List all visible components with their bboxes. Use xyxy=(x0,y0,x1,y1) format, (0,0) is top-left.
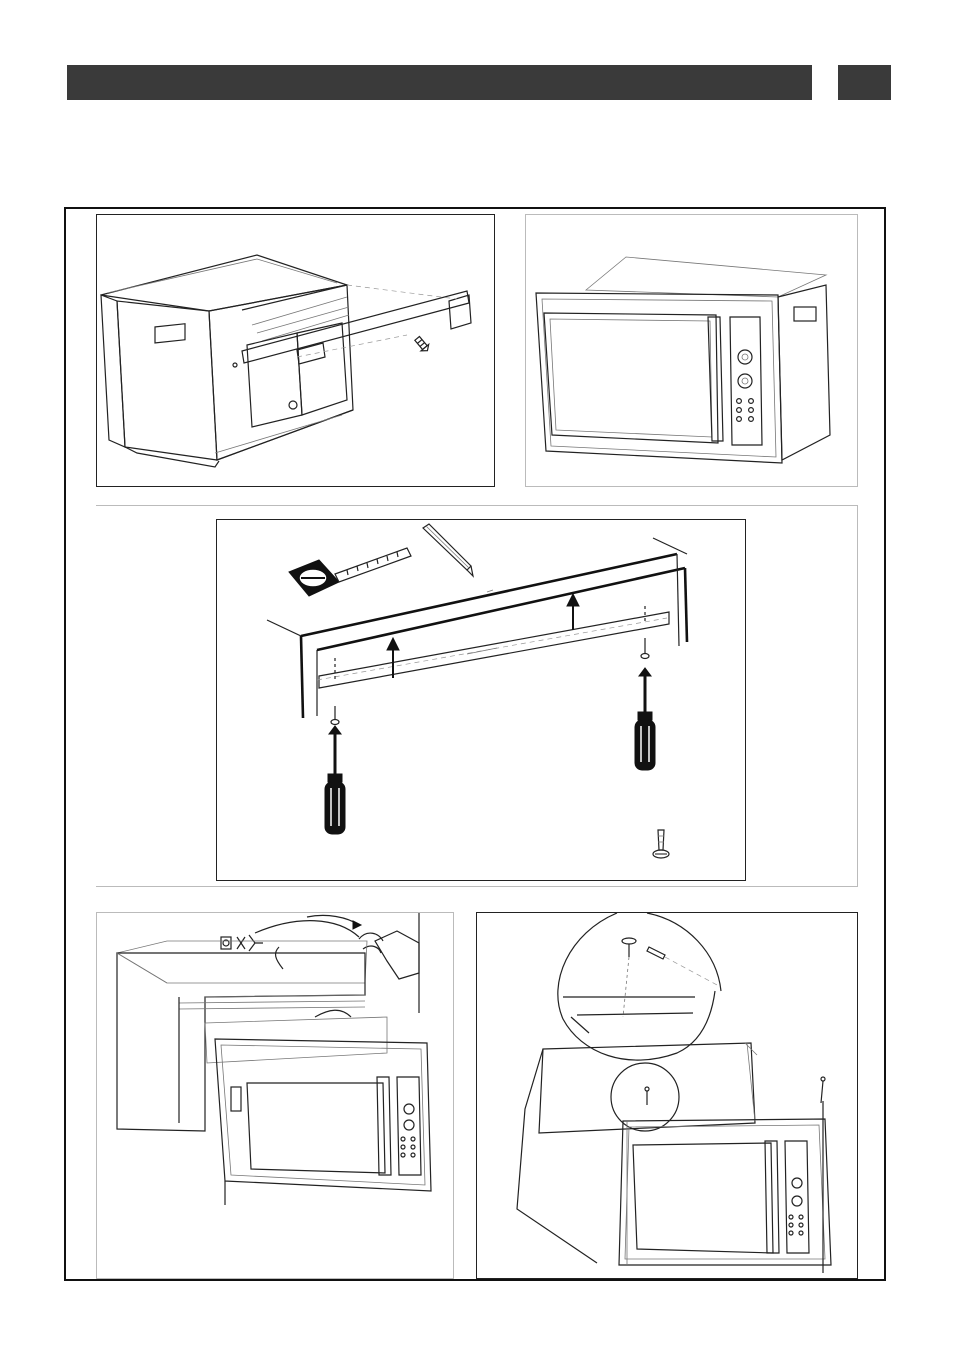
screwdriver-icon xyxy=(325,706,345,834)
panel-fix-bracket xyxy=(216,519,746,881)
screw-icon xyxy=(641,638,649,659)
control-panel xyxy=(730,317,762,445)
pencil-icon xyxy=(423,524,473,576)
screwdriver-icon xyxy=(635,638,655,770)
knob-icon xyxy=(738,350,752,364)
oven-window xyxy=(544,313,718,443)
screw-icon xyxy=(645,1087,649,1105)
control-panel xyxy=(785,1141,809,1253)
arrow-icon xyxy=(276,947,283,969)
screw-fixing-illustration xyxy=(477,913,857,1278)
screw-icon xyxy=(413,335,431,354)
arrow-icon xyxy=(315,1010,351,1017)
knob-icon xyxy=(738,374,752,388)
oven-window xyxy=(247,1083,385,1173)
power-cable xyxy=(255,921,359,937)
illustration-frame xyxy=(64,207,886,1281)
panel-fix-screws xyxy=(476,912,858,1279)
header-bar xyxy=(67,65,812,100)
oven-insert-illustration xyxy=(97,913,453,1278)
screw-icon xyxy=(653,830,669,858)
arrow-icon xyxy=(567,594,579,630)
fixing-bracket xyxy=(319,612,669,688)
screw-icon xyxy=(622,938,636,1017)
arrow-icon xyxy=(387,638,399,678)
hand-icon xyxy=(359,931,419,979)
oven-front-illustration xyxy=(526,215,857,486)
knob-icon xyxy=(792,1196,802,1206)
bracket-fixing-illustration xyxy=(217,520,745,880)
keypad xyxy=(737,399,754,422)
side-handle xyxy=(794,307,816,321)
side-handle xyxy=(155,324,185,343)
panel-oven-installed xyxy=(525,214,858,487)
keypad xyxy=(789,1215,803,1235)
control-panel xyxy=(397,1077,421,1175)
knob-icon xyxy=(404,1120,414,1130)
tape-measure-icon xyxy=(289,548,411,596)
keypad xyxy=(401,1137,415,1157)
knob-icon xyxy=(792,1178,802,1188)
knob-icon xyxy=(404,1104,414,1114)
panel-insert-oven xyxy=(96,912,454,1279)
panel-bracket-attach xyxy=(96,214,495,487)
power-plug-icon xyxy=(221,935,263,951)
page-number-tab xyxy=(838,65,891,100)
oven-window xyxy=(633,1143,773,1253)
oven-bracket-illustration xyxy=(97,215,494,486)
side-handle xyxy=(231,1087,241,1111)
screw-icon xyxy=(821,1077,825,1103)
screw-icon xyxy=(331,706,339,725)
